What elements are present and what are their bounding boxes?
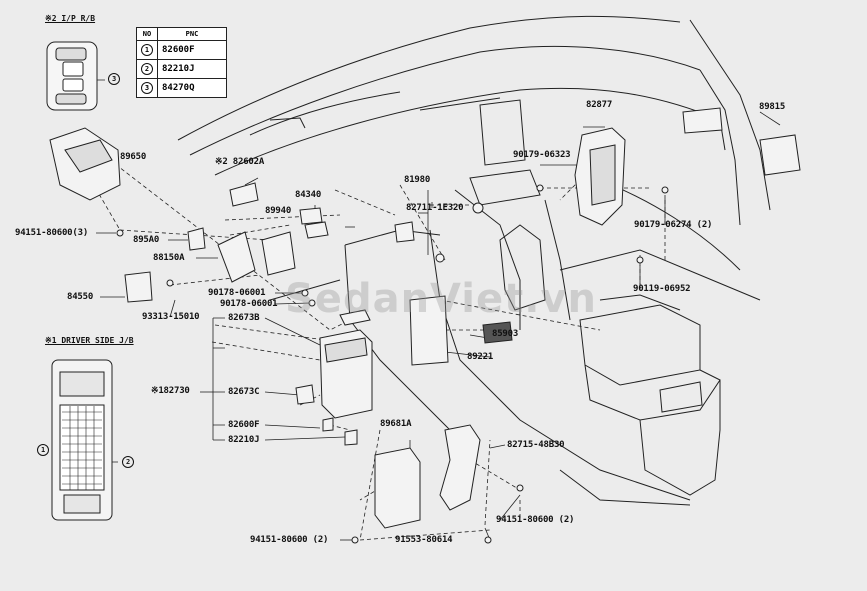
part-84550: [124, 271, 153, 303]
table-row: 3 84270Q: [136, 78, 227, 98]
part-895a0: [187, 227, 206, 251]
part-82602a: [229, 182, 259, 207]
label-90119-06952: 90119-06952: [633, 284, 691, 294]
label-82673b: 82673B: [228, 313, 260, 323]
part-81980: [394, 221, 415, 243]
label-89221: 89221: [467, 352, 494, 362]
label-90178-06001-b: 90178-06001: [220, 299, 278, 309]
label-90179-06274: 90179-06274 (2): [634, 220, 713, 230]
label-94151-80600-3: 94151-80600(3): [15, 228, 89, 238]
table-row: 1 82600F: [136, 40, 227, 60]
label-84550: 84550: [67, 292, 94, 302]
callout-3: 3: [108, 73, 120, 85]
ip-rb-block: [46, 41, 98, 111]
label-89815: 89815: [759, 102, 786, 112]
label-94151-80600-2-right: 94151-80600 (2): [496, 515, 575, 525]
pnc-table-header-pnc: PNC: [157, 27, 227, 41]
label-82602a: ※2 82602A: [215, 157, 265, 167]
label-94151-80600-2-left: 94151-80600 (2): [250, 535, 329, 545]
part-89221: [409, 295, 449, 366]
part-89940: [261, 231, 296, 276]
callout-2: 2: [122, 456, 134, 468]
pnc-table-header: NO PNC: [136, 27, 227, 41]
section-label-driver-jb: ※1 DRIVER SIDE J/B: [45, 336, 134, 345]
label-90178-06001-a: 90178-06001: [208, 288, 266, 298]
dashboard-outline: [177, 15, 681, 141]
label-81980: 81980: [404, 175, 431, 185]
row-pnc: 82600F: [157, 40, 227, 60]
driver-jb-block: [51, 359, 113, 521]
label-85903: 85903: [492, 329, 519, 339]
label-89650: 89650: [120, 152, 147, 162]
label-82673c: 82673C: [228, 387, 260, 397]
table-row: 2 82210J: [136, 59, 227, 79]
label-90179-06323: 90179-06323: [513, 150, 571, 160]
label-91553-80614: 91553-80614: [395, 535, 453, 545]
callout-1: 1: [37, 444, 49, 456]
label-82600f: 82600F: [228, 420, 260, 430]
pnc-table-header-no: NO: [136, 27, 158, 41]
part-89815: [759, 134, 801, 176]
label-895a0: 895A0: [133, 235, 160, 245]
part-89681a: [374, 447, 421, 529]
label-82715-48b30: 82715-48B30: [507, 440, 565, 450]
part-82715: [439, 424, 481, 511]
label-82711: 82711-1E320: [406, 203, 464, 213]
label-89940: 89940: [265, 206, 292, 216]
row-number: 1: [141, 44, 153, 56]
label-84340: 84340: [295, 190, 322, 200]
row-pnc: 82210J: [157, 59, 227, 79]
part-88150a: [217, 231, 256, 283]
part-82673c: [295, 384, 315, 405]
watermark: SedanViet.vn: [285, 276, 597, 322]
label-93313-15010: 93313-15010: [142, 312, 200, 322]
section-label-ip-rb: ※2 I/P R/B: [45, 14, 96, 23]
row-number: 3: [141, 82, 153, 94]
part-84340: [304, 221, 329, 239]
pnc-table: NO PNC 1 82600F 2 82210J 3 84270Q: [136, 27, 227, 98]
part-82600f: [322, 417, 334, 432]
label-88150a: 88150A: [153, 253, 185, 263]
label-82210j: 82210J: [228, 435, 260, 445]
row-pnc: 84270Q: [157, 78, 227, 98]
row-number: 2: [141, 63, 153, 75]
label-82877: 82877: [586, 100, 613, 110]
label-89681a: 89681A: [380, 419, 412, 429]
label-182730: ※182730: [151, 386, 190, 396]
part-85903: [482, 321, 513, 344]
part-82210j: [344, 429, 358, 446]
